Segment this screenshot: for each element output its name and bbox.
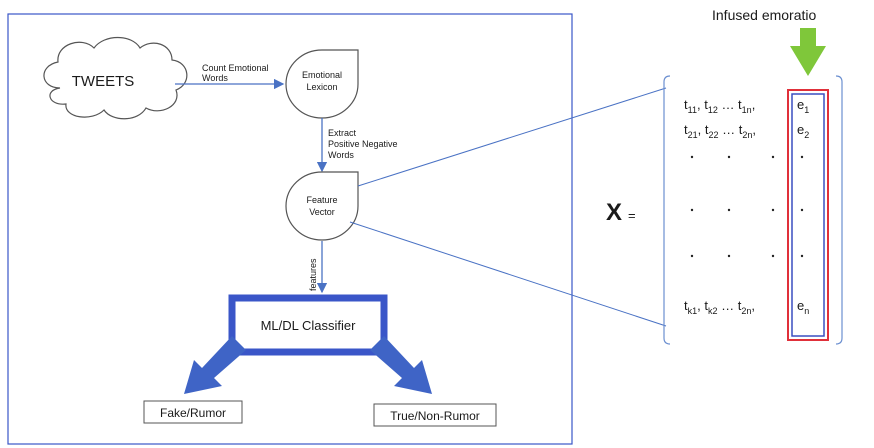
zoom-line-bottom: [349, 221, 667, 327]
matrix-row-1: t11, t12 … t1n, e1: [684, 97, 809, 115]
emotion-column-inner: [791, 93, 825, 337]
pipeline-frame: [7, 13, 573, 445]
matrix-row-2: t21, t22 … t2n, e2: [684, 122, 809, 140]
matrix-equals: =: [628, 208, 636, 223]
zoom-line-top: [357, 87, 667, 187]
extract-line2: Positive Negative: [328, 139, 398, 149]
emotion-column-highlight: [787, 89, 829, 341]
matrix-right-bracket: [835, 75, 843, 345]
extract-line3: Words: [328, 150, 354, 160]
matrix-row-k: tk1, tk2 … t2n, en: [684, 298, 809, 316]
lexicon-line2: Lexicon: [306, 82, 337, 92]
fake-label: Fake/Rumor: [160, 406, 226, 420]
feature-line1: Feature: [306, 195, 337, 205]
matrix-x-label: X: [606, 199, 622, 226]
true-label: True/Non-Rumor: [390, 409, 480, 423]
arrow-to-fake: [184, 336, 246, 394]
svg-text:tk1, tk2 … t2n,: tk1, tk2 … t2n,: [684, 298, 755, 316]
svg-text:t11, t12 … t1n,: t11, t12 … t1n,: [684, 97, 755, 115]
infused-arrow: [790, 28, 826, 76]
count-words-line1: Count Emotional: [202, 63, 269, 73]
svg-text:t21, t22 … t2n,: t21, t22 … t2n,: [684, 122, 756, 140]
feature-vector-node: [285, 171, 359, 241]
svg-text:e1: e1: [797, 97, 809, 115]
emotional-lexicon-node: [285, 49, 359, 119]
matrix-ellipsis-dots: [690, 155, 804, 258]
infused-label: Infused emoratio: [712, 7, 816, 23]
arrow-to-true: [370, 336, 432, 394]
feature-line2: Vector: [309, 207, 335, 217]
matrix-left-bracket: [663, 75, 671, 345]
svg-text:en: en: [797, 298, 809, 316]
fake-box: [143, 400, 243, 424]
true-box: [373, 403, 497, 427]
features-label: features: [308, 258, 318, 291]
classifier-label: ML/DL Classifier: [261, 318, 357, 333]
tweets-label: TWEETS: [72, 73, 135, 90]
lexicon-line1: Emotional: [302, 70, 342, 80]
count-words-line2: Words: [202, 73, 228, 83]
extract-line1: Extract: [328, 128, 357, 138]
classifier-box: [228, 294, 388, 356]
tweets-cloud: [43, 36, 188, 120]
svg-text:e2: e2: [797, 122, 809, 140]
